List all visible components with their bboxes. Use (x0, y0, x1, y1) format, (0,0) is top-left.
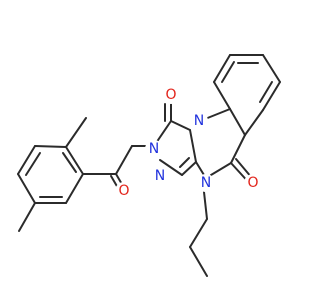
atom-oxygen-ketone: O (115, 182, 133, 200)
bond (17, 145, 36, 175)
bond (210, 162, 232, 176)
atom-label-o-ketone: O (118, 183, 129, 199)
bond (213, 54, 231, 83)
bond (62, 152, 77, 173)
bond (221, 61, 235, 83)
bond (17, 173, 36, 204)
bond (189, 129, 197, 163)
bond-lines (17, 54, 281, 277)
bond (34, 145, 67, 148)
atom-label-n-junction: N (194, 113, 204, 129)
bond (213, 81, 231, 110)
bond (195, 161, 205, 176)
bond (244, 109, 264, 136)
bond (189, 246, 208, 277)
atom-nitrogen-triazole-3: N (151, 167, 169, 185)
atom-labels: O N N N N O O (115, 86, 262, 200)
bond (203, 191, 208, 220)
atom-nitrogen-ring-4: N (197, 174, 215, 192)
atom-nitrogen-junction: N (190, 112, 208, 130)
bond (179, 157, 190, 168)
bond (18, 202, 36, 232)
bond (181, 161, 197, 176)
atom-label-n-ring-4: N (201, 175, 211, 191)
bond (25, 152, 41, 176)
bond (159, 159, 183, 176)
bond (65, 117, 87, 148)
bond (189, 218, 208, 248)
molecular-structure-diagram: O N N N N O O (17, 54, 281, 277)
bond (262, 81, 281, 111)
atom-nitrogen-triazole-2: N (145, 140, 163, 158)
bond (115, 145, 133, 175)
bond (170, 120, 191, 131)
bond (259, 81, 273, 103)
bond (262, 54, 281, 83)
atom-label-n-triazole-3: N (155, 168, 165, 184)
atom-label-n-triazole-2: N (149, 141, 159, 157)
bond (230, 134, 246, 164)
bond (229, 108, 246, 136)
atom-label-o-top: O (165, 87, 176, 103)
atom-oxygen-right: O (244, 174, 262, 192)
atom-label-o-right: O (247, 175, 258, 191)
bond (65, 146, 84, 175)
bond (65, 173, 84, 204)
atom-oxygen-top: O (162, 86, 180, 104)
